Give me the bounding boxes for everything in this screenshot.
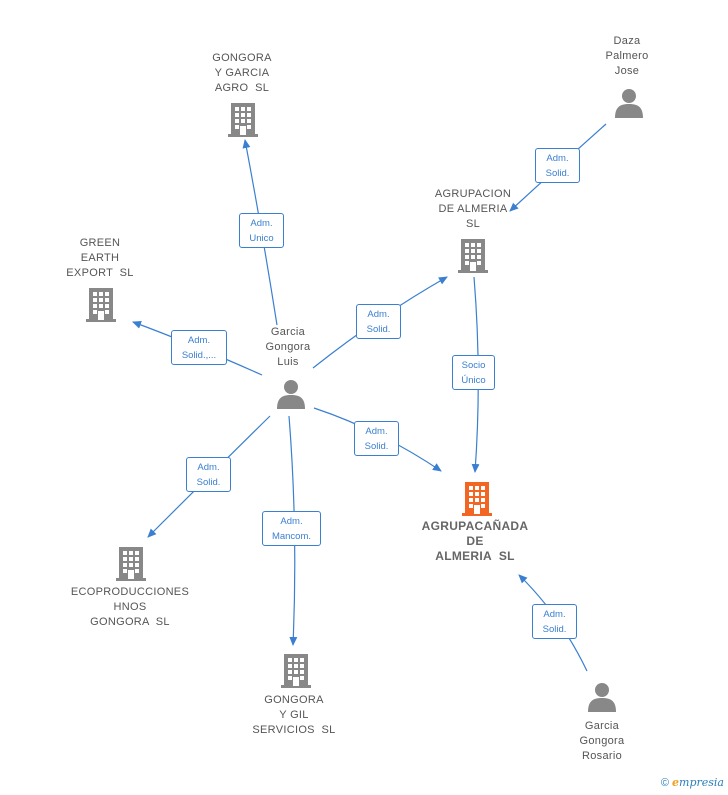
edge-label-adm-solid-main[interactable]: Adm. Solid. — [354, 421, 399, 456]
building-icon[interactable] — [458, 239, 488, 273]
node-label-daza[interactable]: Daza Palmero Jose — [605, 35, 649, 77]
node-label-green-earth[interactable]: GREEN EARTH EXPORT SL — [66, 237, 134, 279]
building-icon[interactable] — [116, 547, 146, 581]
building-icon[interactable] — [281, 654, 311, 688]
node-label-garcia-rosario[interactable]: Garcia Gongora Rosario — [579, 720, 625, 762]
edge-label-adm-mancom[interactable]: Adm. Mancom. — [262, 511, 321, 546]
person-icon[interactable] — [277, 380, 305, 409]
person-icon[interactable] — [588, 683, 616, 712]
edge-label-adm-solid-green[interactable]: Adm. Solid.,... — [171, 330, 227, 365]
brand-initial: e — [672, 776, 680, 789]
node-label-agrupacanada[interactable]: AGRUPACAÑADA DE ALMERIA SL — [421, 519, 529, 563]
edge-label-adm-unico[interactable]: Adm. Unico — [239, 213, 284, 248]
edge-label-adm-solid-daza[interactable]: Adm. Solid. — [535, 148, 580, 183]
edge-label-adm-solid-eco[interactable]: Adm. Solid. — [186, 457, 231, 492]
empresia-watermark: © empresia — [661, 776, 724, 789]
copyright-icon: © — [660, 777, 669, 789]
node-label-gongora-gil[interactable]: GONGORA Y GIL SERVICIOS SL — [252, 694, 336, 736]
node-label-garcia-luis[interactable]: Garcia Gongora Luis — [265, 326, 311, 368]
node-label-ecoproducciones[interactable]: ECOPRODUCCIONES HNOS GONGORA SL — [70, 586, 190, 628]
node-label-gongora-agro[interactable]: GONGORA Y GARCIA AGRO SL — [212, 52, 272, 94]
node-label-agrupacion-almeria[interactable]: AGRUPACION DE ALMERIA SL — [434, 188, 512, 230]
edge-label-adm-solid-agrupacion[interactable]: Adm. Solid. — [356, 304, 401, 339]
brand-name: mpresia — [679, 776, 724, 789]
building-icon[interactable] — [462, 482, 492, 516]
edge-label-socio-unico[interactable]: Socio Único — [452, 355, 495, 390]
person-icon[interactable] — [615, 89, 643, 118]
building-icon[interactable] — [228, 103, 258, 137]
building-icon[interactable] — [86, 288, 116, 322]
edge-label-adm-solid-rosario[interactable]: Adm. Solid. — [532, 604, 577, 639]
